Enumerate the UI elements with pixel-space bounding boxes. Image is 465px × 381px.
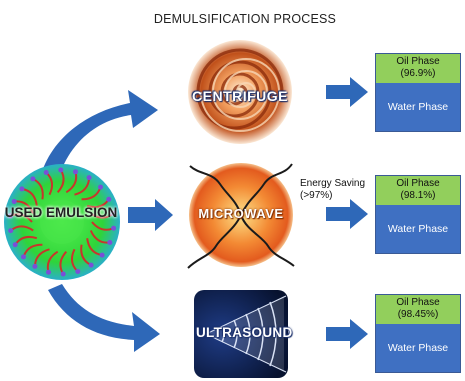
surfactant-head (98, 184, 103, 190)
phase-box-microwave: Oil Phase (98.1%) Water Phase (375, 175, 461, 254)
surfactant-head (32, 263, 38, 269)
energy-saving-value: (>97%) (300, 190, 333, 201)
surfactant-head (75, 269, 81, 274)
phase-box-centrifuge: Oil Phase (96.9%) Water Phase (375, 53, 461, 132)
surfactant-head (73, 169, 78, 175)
surfactant-head (7, 213, 13, 219)
surfactant-head (46, 269, 51, 275)
surfactant-head (107, 240, 113, 245)
microwave-label: MICROWAVE (198, 206, 284, 221)
curved-arrow-down (48, 284, 160, 352)
arrow-right-middle (128, 199, 173, 231)
energy-saving-label: Energy Saving (300, 178, 366, 189)
oil-phase-label: Oil Phase (396, 56, 440, 67)
surfactant-head (21, 254, 26, 260)
ultrasound-beam-icon (194, 290, 288, 378)
diagram-title: DEMULSIFICATION PROCESS (153, 12, 337, 26)
surfactant-head (111, 225, 117, 231)
surfactant-head (86, 175, 92, 181)
surfactant-head (58, 167, 64, 173)
surfactant-head (12, 242, 18, 248)
phase-box-ultrasound: Oil Phase (98.45%) Water Phase (375, 294, 461, 373)
surfactant-head (8, 228, 14, 234)
oil-phase-value: (96.9%) (400, 68, 436, 79)
surfactant-head (30, 176, 36, 182)
ultrasound-label: ULTRASOUND (196, 325, 293, 340)
curved-arrow-up (40, 90, 158, 180)
oil-phase-value: (98.45%) (397, 309, 439, 320)
surfactant-head (99, 252, 105, 258)
emulsion-droplet-icon (4, 164, 120, 280)
oil-phase-centrifuge: Oil Phase (96.9%) (376, 54, 460, 83)
oil-phase-value: (98.1%) (400, 190, 436, 201)
surfactant-head (106, 196, 112, 202)
oil-phase-ultrasound: Oil Phase (98.45%) (376, 295, 460, 324)
used-emulsion-label: USED EMULSION (4, 205, 118, 220)
surfactant-head (19, 186, 25, 192)
centrifuge-label: CENTRIFUGE (192, 88, 288, 104)
centrifuge-swirl-icon (188, 40, 292, 144)
arrow-right-microwave (326, 199, 368, 229)
water-phase-ultrasound: Water Phase (376, 324, 460, 372)
surfactant-head (11, 199, 17, 204)
surfactant-head (88, 262, 94, 268)
surfactant-head (110, 210, 116, 216)
surfactant-head (43, 170, 49, 175)
oil-phase-label: Oil Phase (396, 297, 440, 308)
arrow-right-centrifuge (326, 77, 368, 107)
microwave-waves-icon (187, 163, 295, 269)
water-phase-centrifuge: Water Phase (376, 83, 460, 131)
energy-saving-note: Energy Saving (>97%) (300, 178, 370, 202)
oil-phase-label: Oil Phase (396, 178, 440, 189)
water-phase-microwave: Water Phase (376, 205, 460, 253)
oil-phase-microwave: Oil Phase (98.1%) (376, 176, 460, 205)
arrow-right-ultrasound (326, 319, 368, 349)
surfactant-head (60, 271, 66, 277)
